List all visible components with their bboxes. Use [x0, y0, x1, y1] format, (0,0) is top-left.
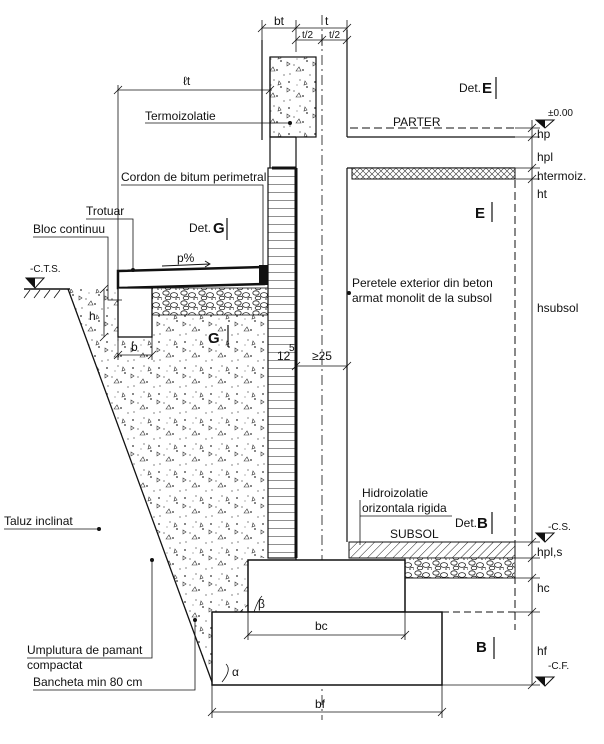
sidewalk-slab — [116, 265, 266, 290]
label-trotuar: Trotuar — [86, 204, 124, 218]
level-htermoiz: htermoiz. — [537, 169, 586, 183]
label-umplutura-line2: compactat — [27, 658, 83, 672]
level-cs: -C.S. — [548, 522, 571, 533]
angle-alpha: α — [232, 665, 239, 679]
label-perete-line1: Peretele exterior din beton — [352, 276, 493, 290]
level-cts: -C.T.S. — [30, 264, 61, 275]
dim-t: t — [325, 14, 329, 28]
level-hf: hf — [537, 644, 548, 658]
dim-t-half-left: t/2 — [302, 30, 314, 41]
det-b-prefix: Det. — [455, 516, 477, 530]
dim-bt: bt — [274, 14, 285, 28]
foundation-footing — [211, 611, 443, 686]
basement-gravel — [404, 557, 516, 579]
dim-five: 5 — [289, 343, 295, 354]
level-hp: hp — [537, 127, 551, 141]
continuous-block — [117, 287, 153, 338]
label-subsol: SUBSOL — [390, 527, 439, 541]
det-g-prefix: Det. — [189, 221, 211, 235]
level-cf: -C.F. — [548, 661, 569, 672]
label-hidro-line2: orizontala rigida — [362, 501, 447, 515]
level-hsubsol: hsubsol — [537, 301, 578, 315]
e-letter: E — [475, 205, 485, 222]
det-b-letter: B — [477, 515, 488, 532]
level-hpls: hpl,s — [537, 545, 562, 559]
label-cordon-bitum: Cordon de bitum perimetral — [121, 170, 266, 184]
label-taluz: Taluz inclinat — [4, 514, 73, 528]
label-bloc-continuu: Bloc continuu — [33, 222, 105, 236]
label-bancheta: Bancheta min 80 cm — [33, 675, 142, 689]
level-zero: ±0.00 — [548, 108, 573, 119]
b-letter: B — [476, 639, 487, 656]
floor-thermal-layer — [351, 167, 516, 180]
thermal-insulation-brick — [267, 167, 297, 559]
label-termoizolatie: Termoizolatie — [145, 109, 216, 123]
basement-floor-slab — [348, 541, 516, 559]
level-hc: hc — [537, 581, 550, 595]
label-umplutura-line1: Umplutura de pamant — [27, 643, 143, 657]
dim-min25: ≥25 — [312, 349, 332, 363]
foundation-wall — [247, 559, 406, 613]
dim-bf: bf — [315, 697, 326, 711]
det-g-letter: G — [213, 220, 225, 237]
dim-b: b — [131, 340, 138, 354]
dim-bc: bc — [315, 619, 328, 633]
top-dimensions — [113, 20, 352, 270]
label-parter: PARTER — [393, 115, 441, 129]
right-level-dimensions — [442, 120, 540, 690]
dim-h: h — [89, 309, 96, 323]
bottom-dimensions — [207, 612, 447, 718]
det-e-letter: E — [482, 80, 492, 97]
bitumen-cord — [259, 265, 268, 285]
gravel-layer — [151, 287, 269, 316]
label-hidro-line1: Hidroizolatie — [362, 486, 428, 500]
backfill-soil — [23, 288, 268, 683]
level-hpl: hpl — [537, 150, 553, 164]
g-letter: G — [208, 330, 220, 347]
det-e-prefix: Det. — [459, 81, 481, 95]
level-ht: ht — [537, 187, 548, 201]
dim-twelve: 12 — [277, 349, 291, 363]
dim-t-half-right: t/2 — [329, 30, 341, 41]
label-perete-line2: armat monolit de la subsol — [352, 291, 492, 305]
slope-line — [67, 288, 213, 683]
dim-p-percent: p% — [177, 251, 195, 265]
upper-insulation-block — [269, 56, 317, 138]
angle-beta: β — [258, 597, 265, 611]
dim-lt: ℓt — [183, 74, 191, 88]
